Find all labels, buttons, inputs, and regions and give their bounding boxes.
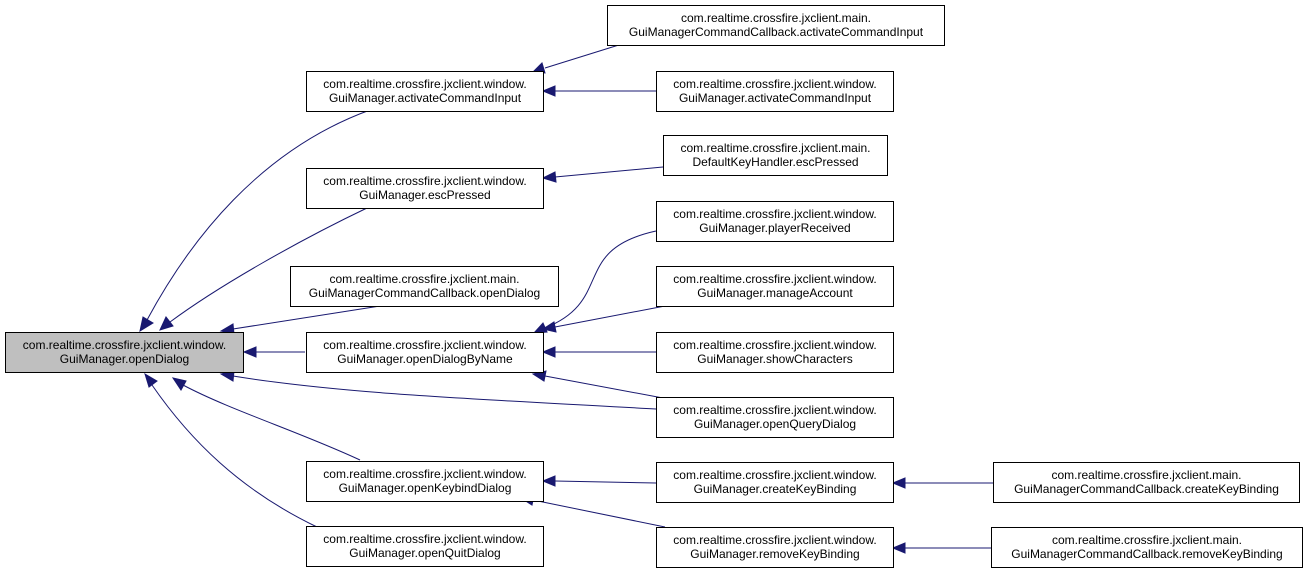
node-gui-manager-show-characters[interactable]: com.realtime.crossfire.jxclient.window. …	[656, 332, 894, 373]
edge-gm-esc-to-root	[169, 207, 368, 323]
node-label-line1: com.realtime.crossfire.jxclient.window.	[673, 468, 876, 482]
edge-gm-ckb-to-gm-okd	[554, 480, 657, 484]
node-label-line2: GuiManager.openKeybindDialog	[339, 481, 512, 495]
node-label-line1: com.realtime.crossfire.jxclient.main.	[680, 141, 870, 155]
edge-gmcc-od-to-root	[232, 305, 381, 330]
node-label-line2: GuiManagerCommandCallback.removeKeyBindi…	[1011, 547, 1282, 561]
edge-gm-aci-to-root	[146, 109, 371, 321]
node-default-key-handler-esc-pressed[interactable]: com.realtime.crossfire.jxclient.main. De…	[663, 135, 888, 176]
node-gui-manager-open-keybind-dialog[interactable]: com.realtime.crossfire.jxclient.window. …	[306, 461, 544, 502]
node-gui-manager-command-callback-remove-key-binding[interactable]: com.realtime.crossfire.jxclient.main. Gu…	[991, 527, 1303, 568]
node-label-line1: com.realtime.crossfire.jxclient.window.	[673, 338, 876, 352]
node-label-line2: GuiManager.openDialogByName	[337, 352, 513, 366]
node-label-line2: GuiManager.openDialog	[60, 352, 189, 366]
node-label-line1: com.realtime.crossfire.jxclient.window.	[673, 272, 876, 286]
edge-gm-aci-to-root-arrowhead	[139, 316, 154, 333]
node-label-line1: com.realtime.crossfire.jxclient.window.	[673, 403, 876, 417]
node-gui-manager-manage-account[interactable]: com.realtime.crossfire.jxclient.window. …	[656, 266, 894, 307]
edge-gm-aci2-to-gm-aci-arrowhead	[541, 85, 556, 97]
edge-gm-okd-to-root	[182, 384, 361, 461]
edge-gm-ma-to-gm-odbn-arrowhead	[541, 321, 557, 333]
node-label-line2: GuiManager.escPressed	[359, 188, 490, 202]
node-label-line2: GuiManager.manageAccount	[697, 286, 853, 300]
edge-gmcc-rkb-to-gm-rkb-arrowhead	[891, 542, 906, 554]
edge-gm-oqud-to-root-arrowhead	[144, 372, 158, 388]
edge-gm-oqd-to-gm-odbn	[544, 375, 664, 399]
node-label-line2: DefaultKeyHandler.escPressed	[692, 155, 858, 169]
node-label-line1: com.realtime.crossfire.jxclient.window.	[323, 532, 526, 546]
edge-gm-ma-to-gm-odbn	[554, 305, 666, 328]
node-label-line1: com.realtime.crossfire.jxclient.window.	[23, 338, 226, 352]
edge-gmcc-ckb-to-gm-ckb-arrowhead	[891, 477, 906, 489]
edge-gm-sc-to-gm-odbn-arrowhead	[541, 346, 556, 358]
node-label-line2: GuiManager.activateCommandInput	[329, 91, 522, 105]
node-gui-manager-command-callback-activate-command-input[interactable]: com.realtime.crossfire.jxclient.main. Gu…	[607, 5, 945, 46]
node-gui-manager-remove-key-binding[interactable]: com.realtime.crossfire.jxclient.window. …	[656, 527, 894, 568]
edge-gmcc-aci-to-gm-aci	[544, 43, 623, 69]
node-gui-manager-command-callback-open-dialog[interactable]: com.realtime.crossfire.jxclient.main. Gu…	[290, 266, 559, 307]
node-label-line2: GuiManagerCommandCallback.activateComman…	[629, 25, 924, 39]
node-gui-manager-esc-pressed[interactable]: com.realtime.crossfire.jxclient.window. …	[306, 168, 544, 209]
node-label-line1: com.realtime.crossfire.jxclient.main.	[1052, 533, 1242, 547]
node-label-line2: GuiManager.playerReceived	[699, 221, 850, 235]
node-gui-manager-open-query-dialog[interactable]: com.realtime.crossfire.jxclient.window. …	[656, 397, 894, 438]
node-label-line2: GuiManager.createKeyBinding	[694, 482, 857, 496]
node-label-line1: com.realtime.crossfire.jxclient.main.	[681, 11, 871, 25]
node-label-line1: com.realtime.crossfire.jxclient.window.	[323, 174, 526, 188]
edge-dkh-esc-to-gm-esc	[554, 166, 664, 178]
edge-gm-pr-to-gm-odbn	[544, 230, 657, 329]
graph-edges	[139, 43, 993, 554]
node-label-line2: GuiManagerCommandCallback.openDialog	[309, 286, 540, 300]
edge-gm-oqud-to-root	[151, 384, 318, 528]
edge-gm-odbn-to-root-arrowhead	[242, 346, 257, 358]
node-gui-manager-create-key-binding[interactable]: com.realtime.crossfire.jxclient.window. …	[656, 462, 894, 503]
node-gui-manager-open-quit-dialog[interactable]: com.realtime.crossfire.jxclient.window. …	[306, 526, 544, 567]
node-label-line1: com.realtime.crossfire.jxclient.window.	[323, 467, 526, 481]
graph-nodes: com.realtime.crossfire.jxclient.window. …	[5, 5, 1303, 568]
node-label-line1: com.realtime.crossfire.jxclient.main.	[1051, 468, 1241, 482]
edge-gm-ckb-to-gm-okd-arrowhead	[541, 475, 556, 487]
node-label-line1: com.realtime.crossfire.jxclient.window.	[673, 77, 876, 91]
node-label-line1: com.realtime.crossfire.jxclient.window.	[673, 207, 876, 221]
node-label-line2: GuiManager.activateCommandInput	[679, 91, 872, 105]
node-label-line1: com.realtime.crossfire.jxclient.window.	[323, 77, 526, 91]
node-label-line1: com.realtime.crossfire.jxclient.window.	[323, 338, 526, 352]
node-root-gui-manager-open-dialog[interactable]: com.realtime.crossfire.jxclient.window. …	[5, 332, 244, 373]
edge-gm-esc-to-root-arrowhead	[159, 316, 174, 331]
node-label-line2: GuiManagerCommandCallback.createKeyBindi…	[1014, 482, 1279, 496]
edge-dkh-esc-to-gm-esc-arrowhead	[541, 171, 557, 183]
node-gui-manager-open-dialog-by-name[interactable]: com.realtime.crossfire.jxclient.window. …	[306, 332, 544, 373]
node-label-line1: com.realtime.crossfire.jxclient.main.	[329, 272, 519, 286]
node-gui-manager-player-received[interactable]: com.realtime.crossfire.jxclient.window. …	[656, 201, 894, 242]
node-label-line1: com.realtime.crossfire.jxclient.window.	[673, 533, 876, 547]
node-label-line2: GuiManager.openQuitDialog	[349, 546, 500, 560]
node-label-line2: GuiManager.showCharacters	[697, 352, 852, 366]
edge-gm-rkb-to-gm-okd	[532, 499, 666, 528]
edge-gm-okd-to-root-arrowhead	[171, 377, 187, 391]
node-gui-manager-activate-command-input[interactable]: com.realtime.crossfire.jxclient.window. …	[306, 71, 544, 112]
node-label-line2: GuiManager.removeKeyBinding	[690, 547, 859, 561]
node-gui-manager-command-callback-create-key-binding[interactable]: com.realtime.crossfire.jxclient.main. Gu…	[993, 462, 1300, 503]
node-label-line2: GuiManager.openQueryDialog	[694, 417, 856, 431]
node-gui-manager-activate-command-input-caller[interactable]: com.realtime.crossfire.jxclient.window. …	[656, 71, 894, 112]
edge-gm-oqd-to-root	[232, 375, 657, 410]
